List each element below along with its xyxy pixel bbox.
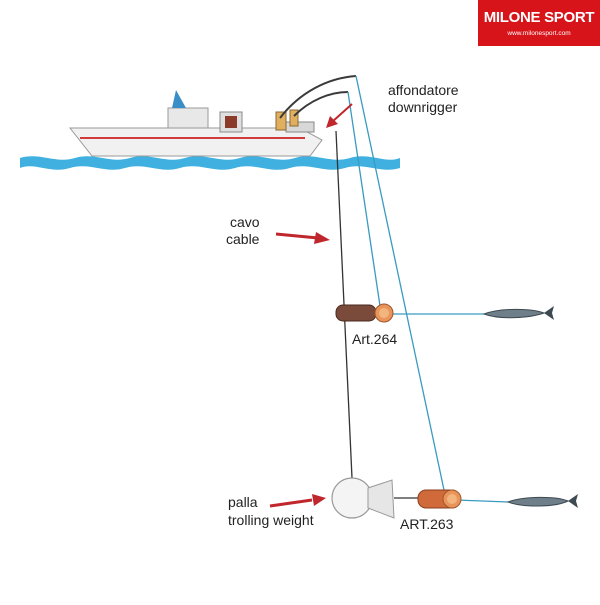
- brand-url: www.milonesport.com: [507, 30, 571, 37]
- rod-lower: [293, 91, 349, 117]
- release-clip-icon: [335, 303, 394, 323]
- label-art263: ART.263: [400, 516, 454, 532]
- brand-logo: MILONE SPORT www.milonesport.com: [478, 0, 600, 46]
- brand-name: MILONE SPORT: [483, 9, 595, 26]
- fishing-line-upper: [347, 91, 381, 307]
- rod-upper: [279, 75, 357, 119]
- label-weight-en: trolling weight: [228, 512, 314, 528]
- arrow-icon-weight: [269, 494, 326, 508]
- arrow-icon-cable: [275, 232, 330, 244]
- arrow-icon: [326, 103, 353, 128]
- label-cable-it: cavo: [230, 214, 260, 230]
- label-downrigger-it: affondatore: [388, 82, 459, 98]
- label-downrigger-en: downrigger: [388, 99, 458, 115]
- fish-icon: [482, 306, 554, 320]
- label-cable-en: cable: [226, 231, 260, 247]
- leader-lower: [455, 499, 509, 503]
- downrigger-ball-icon: [331, 477, 420, 519]
- boat-icon: [68, 90, 323, 157]
- label-art264: Art.264: [352, 331, 398, 347]
- water-surface: [20, 156, 400, 170]
- fishing-line-lower: [355, 75, 445, 491]
- release-clip-icon-lower: [417, 489, 462, 509]
- fish-icon-lower: [506, 494, 578, 508]
- label-weight-it: palla: [228, 494, 258, 510]
